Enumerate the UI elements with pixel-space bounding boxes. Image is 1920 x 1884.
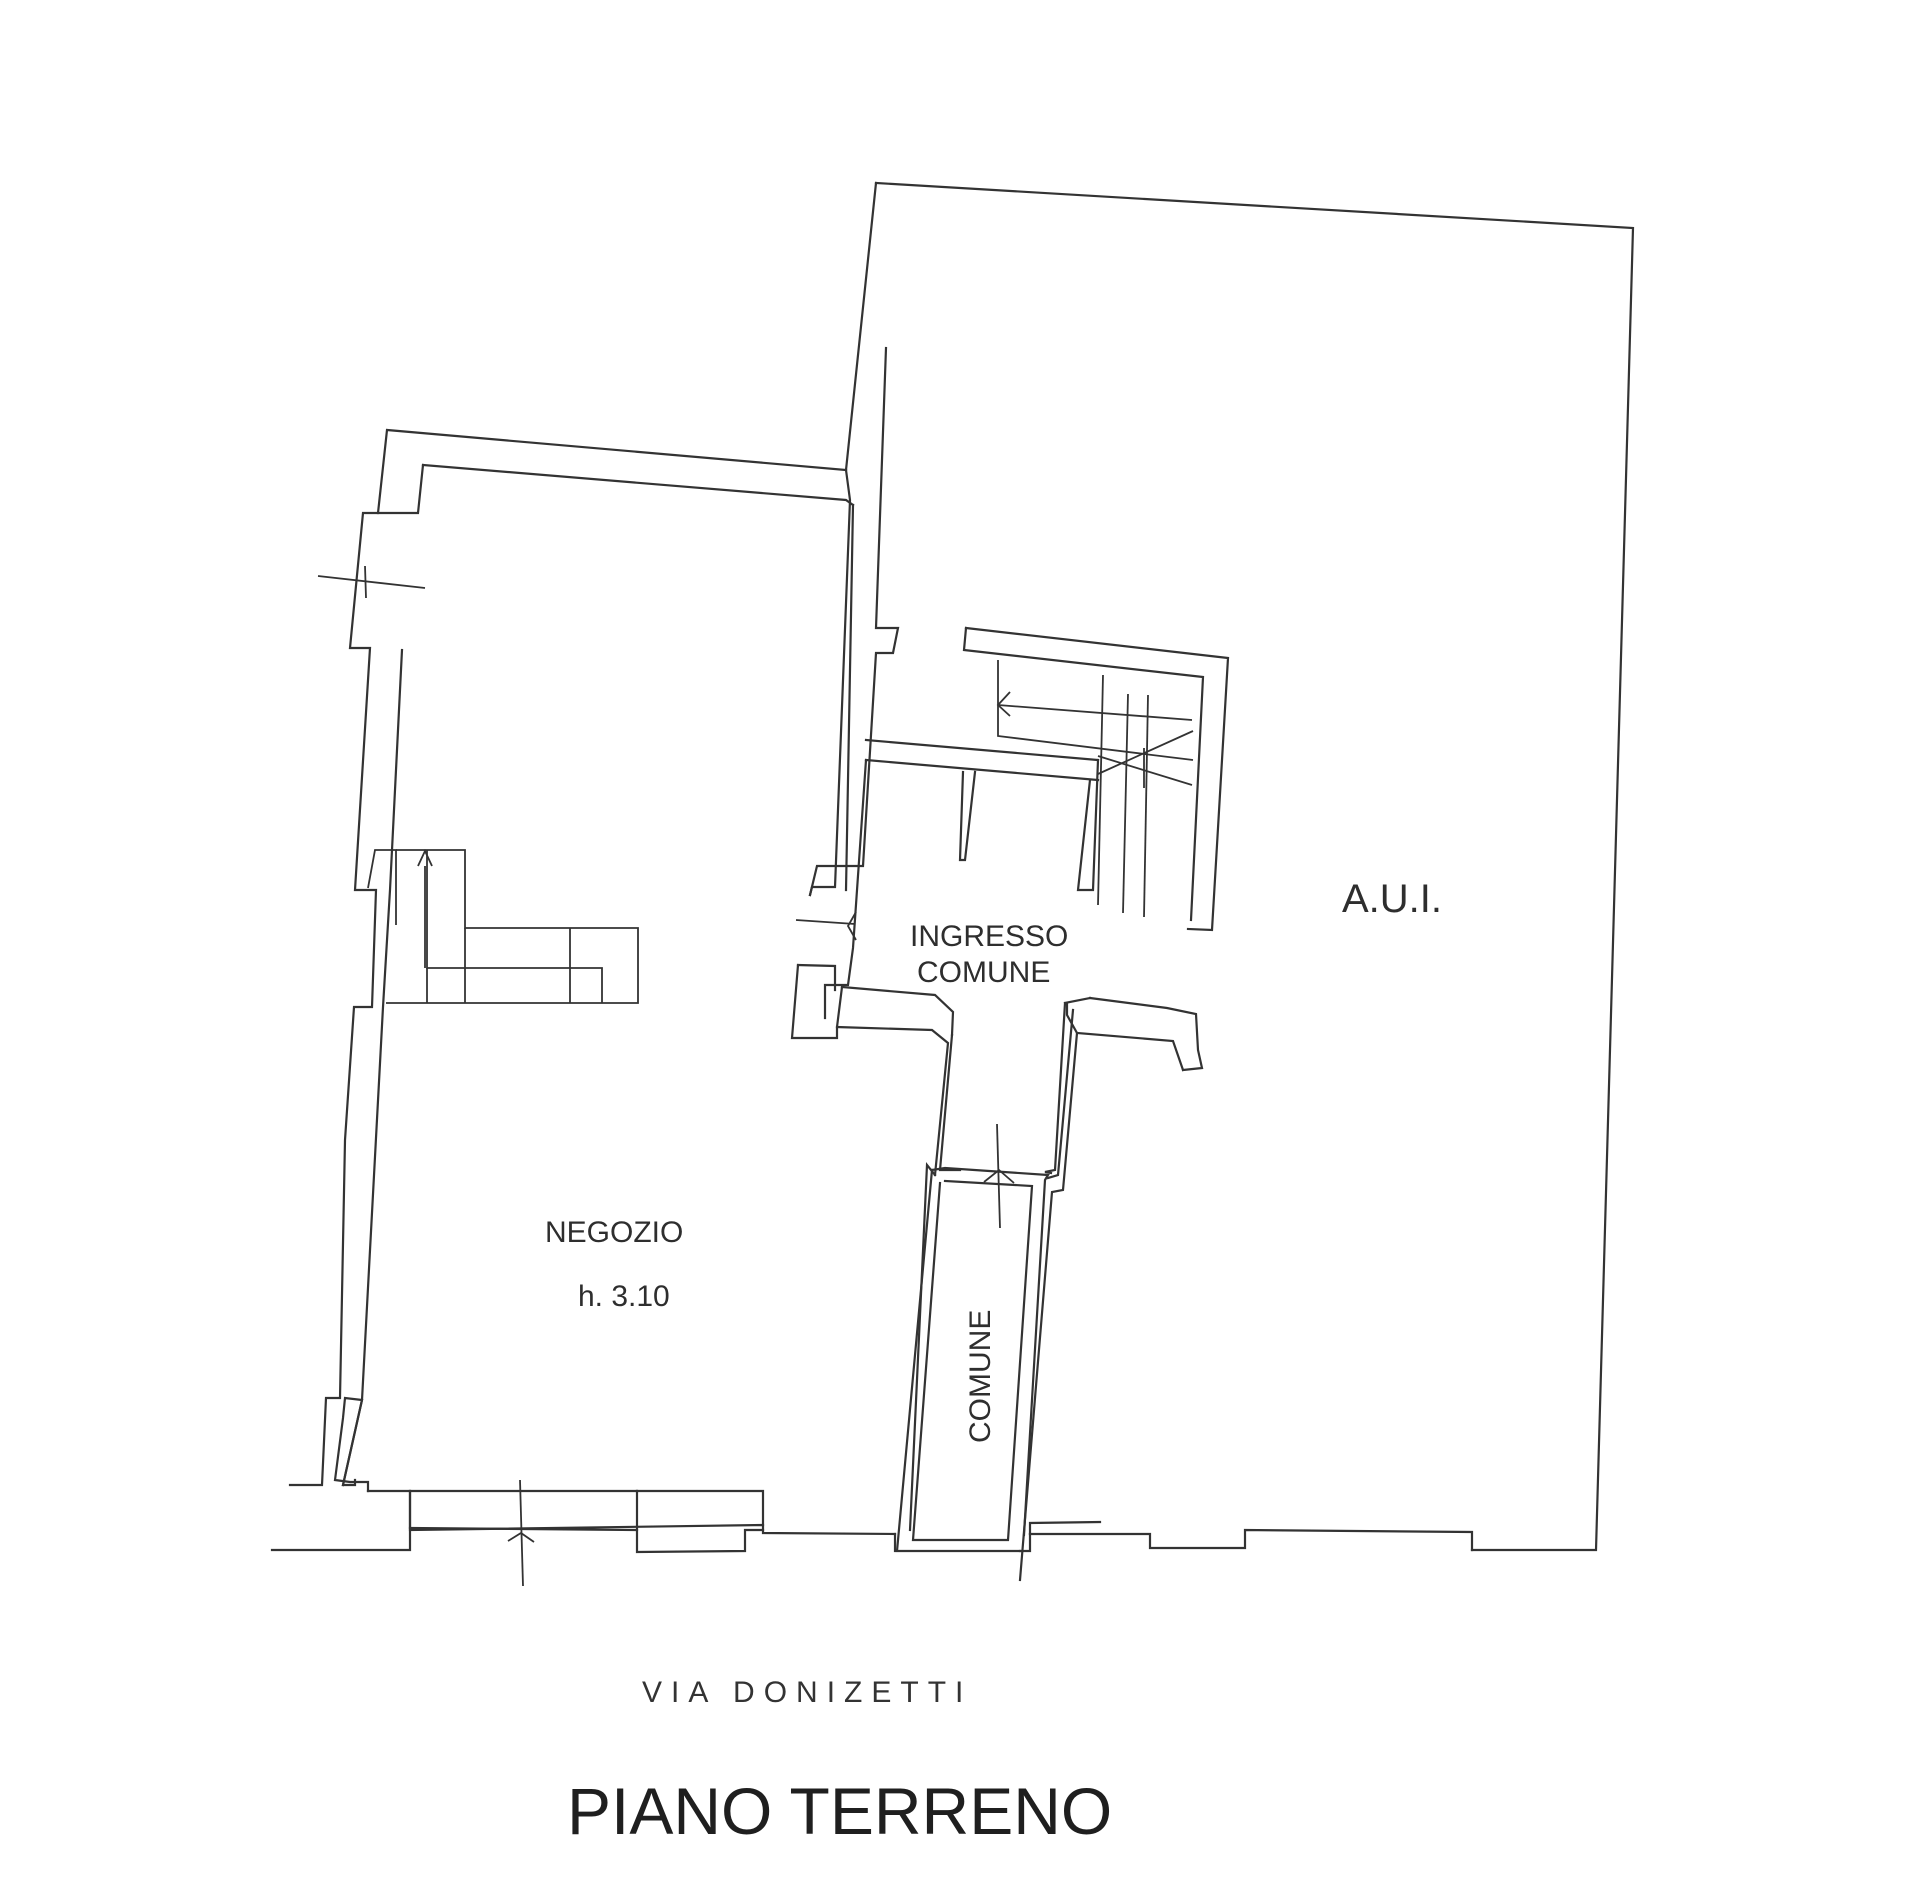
facade-line [893, 1532, 1032, 1553]
comune-label: COMUNE [964, 1310, 997, 1443]
door-markers [317, 565, 1015, 1587]
ingresso-stair [962, 626, 1230, 932]
negozio-stair [367, 848, 639, 1004]
street-label: VIA DONIZETTI [642, 1676, 972, 1709]
ingresso-label-line2: COMUNE [917, 956, 1050, 989]
comune-corridor [895, 1166, 1050, 1553]
ingresso-label-line1: INGRESSO [910, 920, 1068, 953]
aui-label: A.U.I. [1342, 877, 1442, 921]
plan-title: PIANO TERRENO [567, 1774, 1112, 1848]
corridor-walls [808, 346, 900, 897]
negozio-height-label: h. 3.10 [578, 1280, 670, 1313]
ingresso-walls [790, 738, 1204, 1582]
aui-walls [844, 181, 1635, 1552]
negozio-walls [270, 428, 897, 1554]
negozio-label: NEGOZIO [545, 1216, 683, 1249]
